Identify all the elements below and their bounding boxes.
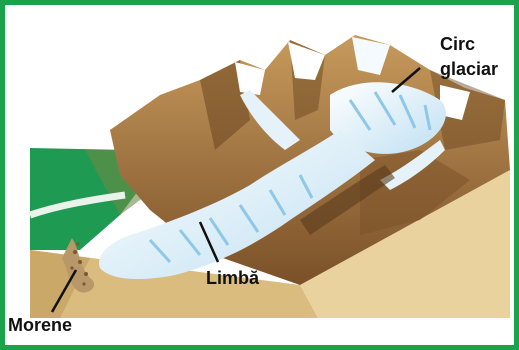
label-cirque-line2: glaciar: [440, 59, 498, 79]
label-moraines: Morene: [8, 315, 72, 335]
label-tongue: Limbă: [206, 268, 260, 288]
label-cirque-line1: Circ: [440, 34, 475, 54]
